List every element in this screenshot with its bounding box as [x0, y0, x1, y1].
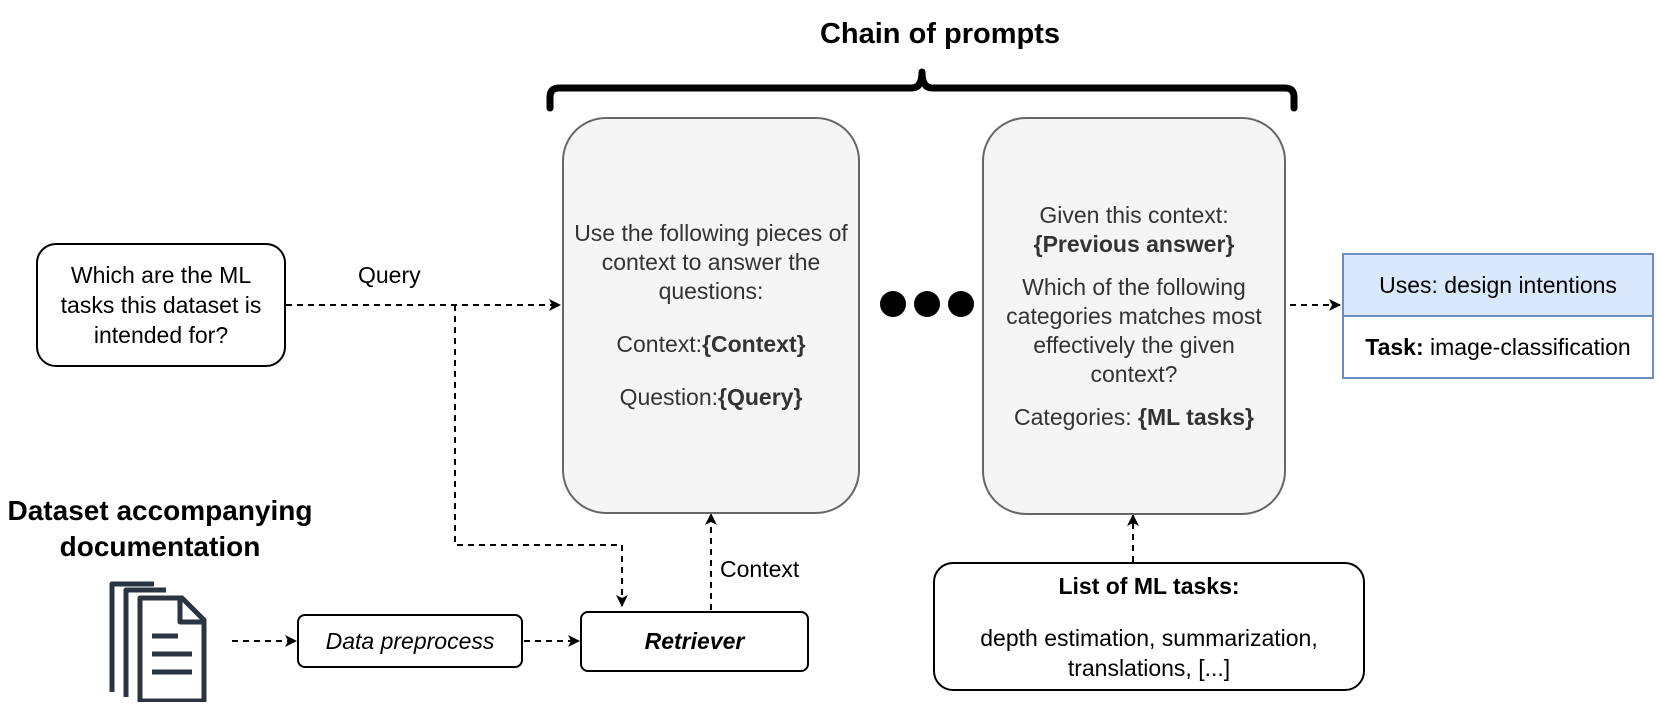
query-variable: {Query}: [718, 384, 803, 410]
documentation-title: Dataset accompanying documentation: [7, 495, 313, 562]
query-text: Which are the ML tasks this dataset is i…: [60, 262, 262, 348]
prompt-2-given-label: Given this context:: [1039, 201, 1229, 228]
prompt-1-context-line: Context:{Context}: [616, 331, 806, 357]
chain-of-prompts-title: Chain of prompts: [819, 17, 1061, 50]
prompt-1-question-line: Question:{Query}: [619, 384, 803, 410]
context-variable: {Context}: [702, 331, 806, 357]
prompt-2-question: Which of the following categories matche…: [1006, 273, 1262, 387]
uses-text: Uses: design intentions: [1379, 271, 1617, 298]
data-preprocess-label: Data preprocess: [325, 627, 495, 654]
query-node: Which are the ML tasks this dataset is i…: [36, 243, 286, 367]
prompt-1-intro: Use the following pieces of context to a…: [574, 220, 848, 304]
task-line: Task: image-classification: [1365, 333, 1631, 360]
retriever-label: Retriever: [644, 628, 745, 654]
context-edge-label: Context: [720, 556, 800, 582]
data-preprocess-node: Data preprocess: [297, 614, 523, 668]
ml-tasks-list-items: depth estimation, summarization, transla…: [980, 624, 1318, 681]
documents-icon: [109, 581, 207, 702]
output-task-row: Task: image-classification: [1342, 317, 1654, 379]
query-edge-label: Query: [358, 262, 421, 288]
output-uses-row: Uses: design intentions: [1342, 253, 1654, 317]
query-to-retriever-arrow: [454, 305, 628, 607]
chain-brace: [546, 68, 1298, 112]
prompt-2-categories-line: Categories: {ML tasks}: [1014, 403, 1254, 430]
ml-tasks-list-node: List of ML tasks: depth estimation, summ…: [933, 562, 1365, 691]
prompt-2-node: Given this context: {Previous answer} Wh…: [982, 117, 1286, 515]
previous-answer-variable: {Previous answer}: [1033, 230, 1235, 257]
prompt-1-node: Use the following pieces of context to a…: [562, 117, 860, 514]
retriever-node: Retriever: [580, 611, 809, 672]
ml-tasks-list-title: List of ML tasks:: [1058, 572, 1240, 599]
ml-tasks-variable: {ML tasks}: [1138, 403, 1254, 430]
ellipsis-icon: [876, 291, 978, 321]
